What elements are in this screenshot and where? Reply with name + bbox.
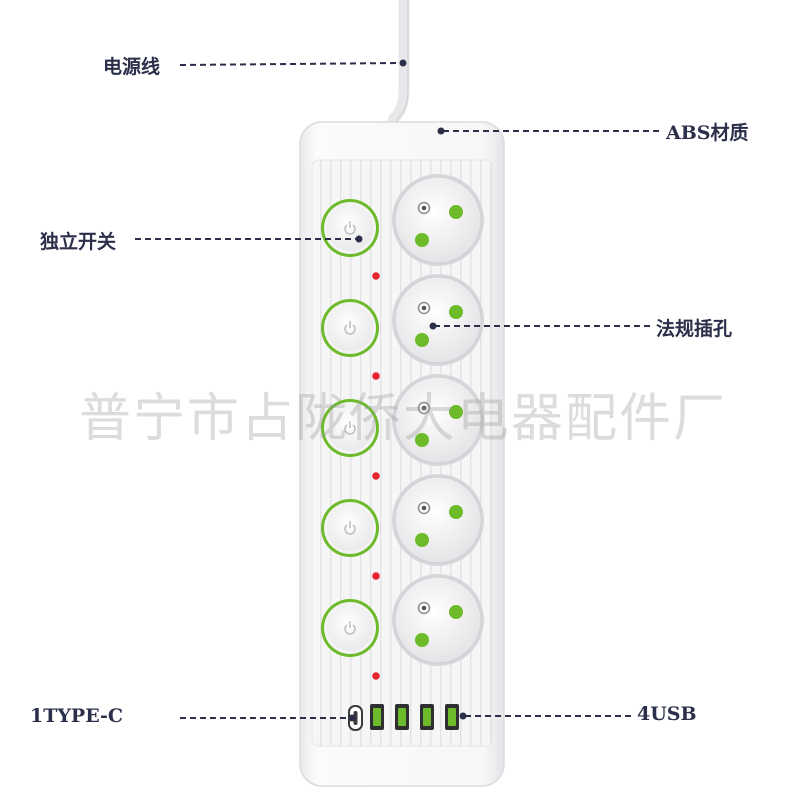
usb-a-port bbox=[445, 704, 459, 730]
indicator-led-group bbox=[372, 272, 380, 680]
power-cord-label: 电源线 bbox=[103, 56, 161, 78]
usb-a-port bbox=[420, 704, 434, 730]
independent-switch-label: 独立开关 bbox=[40, 231, 117, 253]
standard-socket-label: 法规插孔 bbox=[656, 318, 733, 340]
socket-outlet bbox=[392, 474, 484, 566]
indicator-led bbox=[372, 572, 380, 580]
switch-group bbox=[321, 199, 379, 657]
power-icon bbox=[344, 521, 356, 535]
leader-dots bbox=[348, 59, 467, 722]
socket-group bbox=[392, 174, 484, 666]
power-switch-button[interactable] bbox=[321, 399, 379, 457]
power-cord bbox=[386, 0, 410, 132]
indicator-led bbox=[372, 672, 380, 680]
watermark-text: 普宁市占陇侨大电器配件厂 bbox=[78, 389, 727, 449]
power-icon bbox=[344, 221, 356, 235]
leader-lines bbox=[135, 62, 662, 719]
indicator-led bbox=[372, 372, 380, 380]
usb-port-group bbox=[348, 704, 459, 731]
usb-a-port bbox=[395, 704, 409, 730]
type-c-label: 1TYPE-C bbox=[30, 705, 124, 727]
power-icon bbox=[344, 321, 356, 335]
indicator-led bbox=[372, 272, 380, 280]
socket-outlet bbox=[392, 574, 484, 666]
indicator-led bbox=[372, 472, 380, 480]
usb-label: 4USB bbox=[637, 703, 697, 725]
socket-outlet bbox=[392, 274, 484, 366]
abs-material-label: ABS材质 bbox=[666, 122, 749, 144]
power-switch-button[interactable] bbox=[321, 299, 379, 357]
socket-outlet bbox=[392, 374, 484, 466]
usb-a-port bbox=[370, 704, 384, 730]
power-switch-button[interactable] bbox=[321, 499, 379, 557]
power-icon bbox=[344, 621, 356, 635]
power-icon bbox=[344, 421, 356, 435]
power-switch-button[interactable] bbox=[321, 599, 379, 657]
socket-outlet bbox=[392, 174, 484, 266]
power-switch-button[interactable] bbox=[321, 199, 379, 257]
power-cord-leader bbox=[179, 62, 401, 66]
